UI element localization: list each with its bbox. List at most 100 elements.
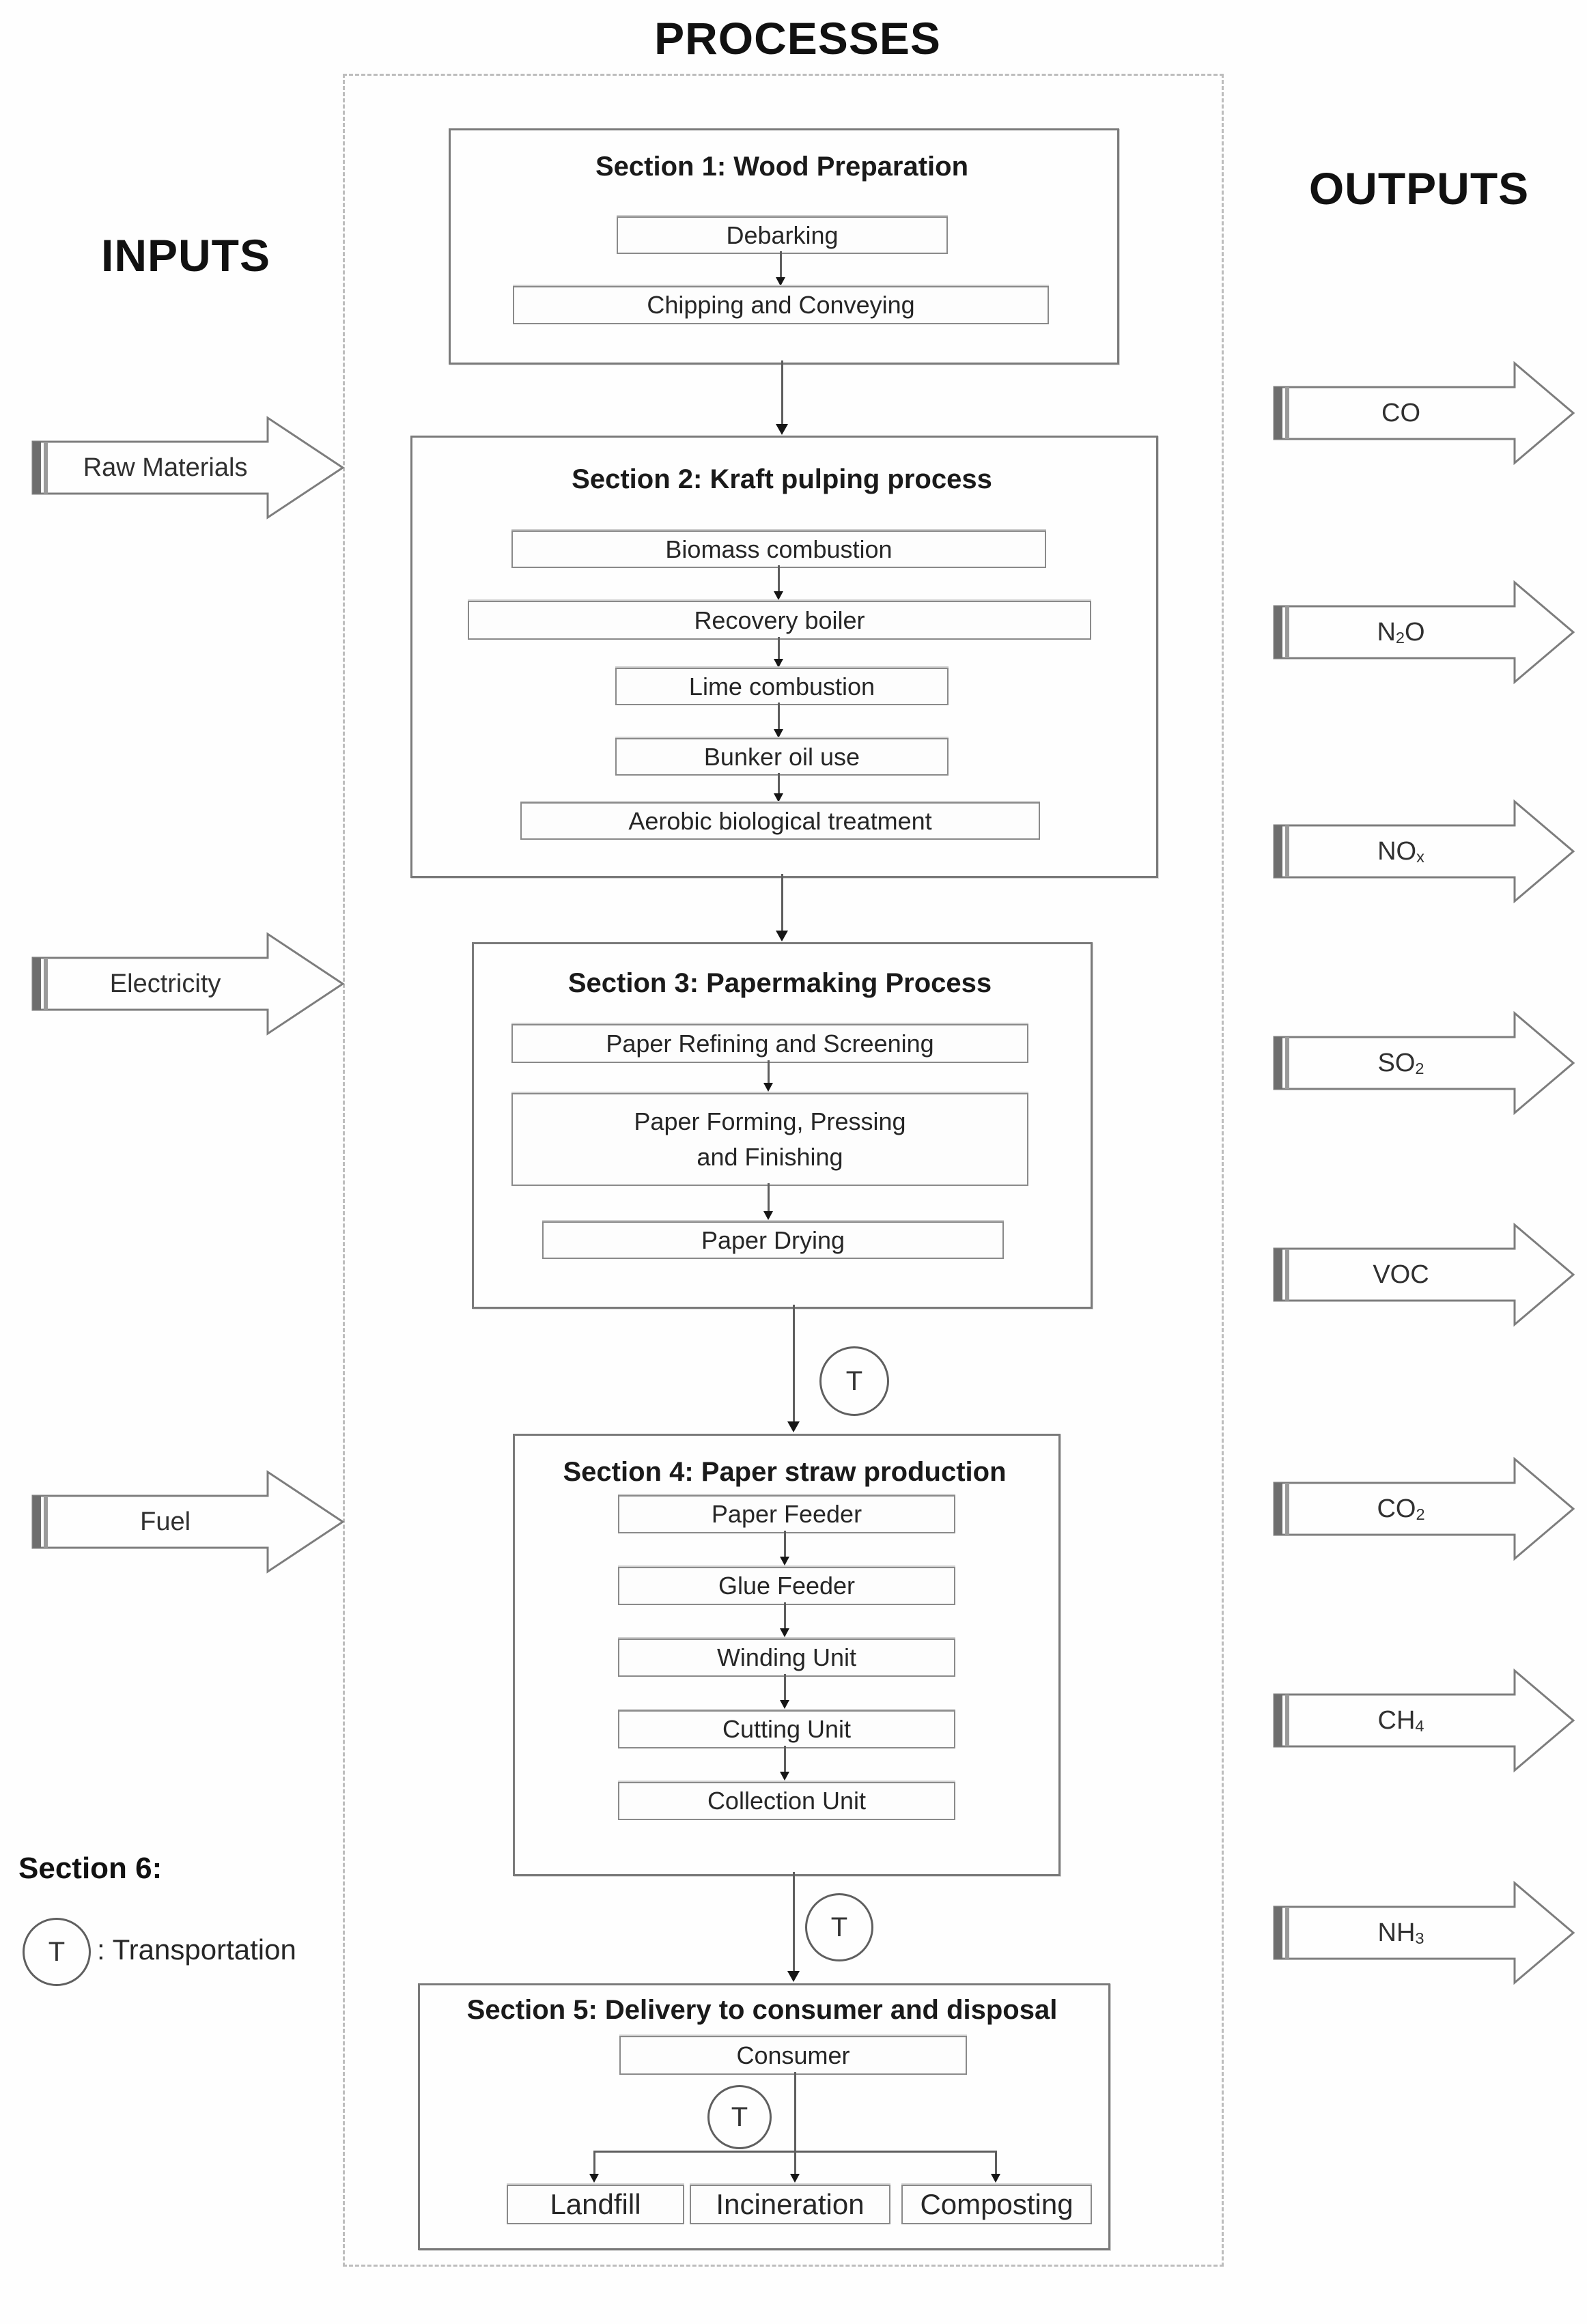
arrowhead-icon — [763, 1083, 773, 1092]
section-3-title: Section 3: Papermaking Process — [567, 968, 992, 998]
disposal-landfill: Landfill — [507, 2185, 684, 2224]
inputs-column-title: INPUTS — [101, 230, 271, 281]
block-arrow-shape — [1273, 1880, 1575, 1985]
block-arrow-shape — [31, 416, 345, 520]
step-glue-feeder: Glue Feeder — [618, 1567, 955, 1605]
step-recovery-boiler: Recovery boiler — [468, 601, 1091, 640]
section-1-box — [449, 128, 1119, 365]
arrowhead-icon — [787, 1421, 800, 1432]
output-arrow-co: CO — [1269, 355, 1576, 471]
step-consumer: Consumer — [619, 2036, 967, 2075]
output-arrow-voc: VOC — [1269, 1217, 1576, 1333]
transport-circle: T — [819, 1346, 889, 1416]
transport-circle: T — [805, 1893, 873, 1961]
connector-line — [784, 1746, 786, 1773]
connector-line — [780, 251, 782, 279]
arrowhead-icon — [774, 793, 783, 802]
legend-label: : Transportation — [97, 1933, 296, 1966]
step-cutting-unit: Cutting Unit — [618, 1710, 955, 1748]
section-5-title: Section 5: Delivery to consumer and disp… — [466, 1995, 1058, 2025]
transport-circle: T — [707, 2085, 772, 2149]
connector-line — [784, 1602, 786, 1630]
connector-line — [793, 1872, 795, 1972]
block-arrow-shape — [1273, 1668, 1575, 1773]
connector-line — [768, 1183, 770, 1213]
output-arrow-label: CO — [1381, 398, 1420, 427]
connector-line — [778, 773, 780, 795]
output-arrow-label: VOC — [1373, 1260, 1429, 1289]
arrowhead-icon — [780, 1700, 789, 1709]
arrowhead-icon — [780, 1772, 789, 1781]
arrowhead-icon — [774, 729, 783, 738]
arrowhead-icon — [776, 277, 785, 286]
connector-line — [793, 1305, 795, 1423]
connector-line — [768, 1060, 770, 1084]
step-paper-forming-pressing-finishing: Paper Forming, Pressing and Finishing — [511, 1093, 1028, 1186]
step-winding-unit: Winding Unit — [618, 1639, 955, 1677]
branch-stub-line — [794, 2151, 796, 2175]
disposal-incineration: Incineration — [690, 2185, 890, 2224]
arrowhead-icon — [790, 2174, 800, 2183]
input-arrow-label: Electricity — [109, 969, 221, 998]
processes-column-title: PROCESSES — [654, 13, 941, 63]
transport-symbol: T — [845, 1365, 863, 1396]
step-paper-drying: Paper Drying — [542, 1221, 1004, 1259]
block-arrow-shape — [1273, 1456, 1575, 1561]
input-arrow-label: Raw Materials — [83, 453, 248, 482]
section-4-title: Section 4: Paper straw production — [563, 1457, 1007, 1487]
block-arrow-shape — [1273, 580, 1575, 685]
arrowhead-icon — [589, 2174, 599, 2183]
step-collection-unit: Collection Unit — [618, 1782, 955, 1820]
block-arrow-shape — [31, 1470, 345, 1574]
system-boundary-dashed-box — [343, 74, 1224, 2267]
block-arrow-shape — [31, 932, 345, 1036]
arrowhead-icon — [776, 424, 788, 435]
branch-stub-line — [593, 2151, 595, 2175]
arrowhead-icon — [780, 1557, 789, 1565]
disposal-composting: Composting — [901, 2185, 1092, 2224]
arrowhead-icon — [780, 1628, 789, 1637]
step-paper-refining-screening: Paper Refining and Screening — [511, 1024, 1028, 1063]
connector-line — [781, 360, 783, 425]
step-biomass-combustion: Biomass combustion — [511, 530, 1046, 568]
connector-line — [784, 1531, 786, 1558]
connector-line — [778, 565, 780, 593]
connector-line — [784, 1674, 786, 1701]
transport-symbol: T — [731, 2101, 748, 2132]
arrowhead-icon — [763, 1211, 773, 1220]
input-arrow-raw-materials: Raw Materials — [27, 410, 348, 526]
arrowhead-icon — [787, 1971, 800, 1982]
block-arrow-shape — [1273, 799, 1575, 904]
arrowhead-icon — [776, 931, 788, 941]
connector-line — [778, 703, 780, 731]
arrowhead-icon — [774, 591, 783, 600]
arrowhead-icon — [774, 659, 783, 668]
block-arrow-shape — [1273, 360, 1575, 466]
transport-symbol: T — [48, 1936, 66, 1967]
input-arrow-electricity: Electricity — [27, 926, 348, 1042]
arrowhead-icon — [991, 2174, 1000, 2183]
connector-line — [794, 2072, 796, 2151]
step-aerobic-biological-treatment: Aerobic biological treatment — [520, 802, 1040, 840]
step-paper-feeder: Paper Feeder — [618, 1495, 955, 1533]
transport-symbol: T — [830, 1912, 848, 1942]
step-lime-combustion: Lime combustion — [615, 668, 949, 705]
connector-line — [778, 637, 780, 660]
input-arrow-label: Fuel — [140, 1507, 191, 1536]
legend-heading: Section 6: — [18, 1852, 163, 1885]
block-arrow-shape — [1273, 1222, 1575, 1327]
connector-line — [781, 874, 783, 932]
